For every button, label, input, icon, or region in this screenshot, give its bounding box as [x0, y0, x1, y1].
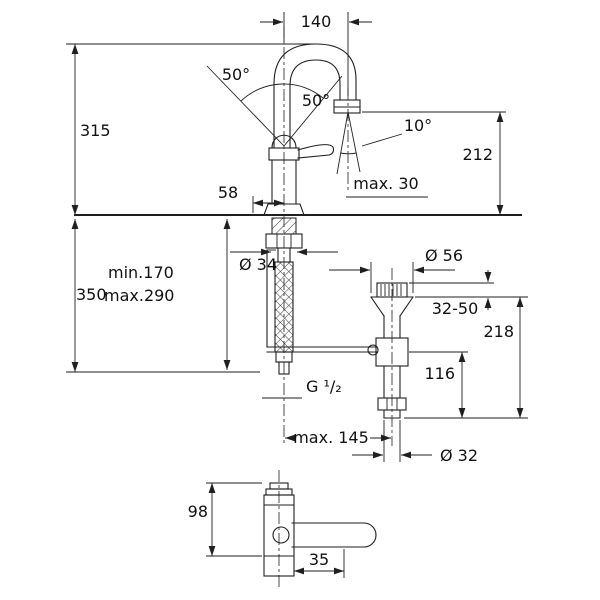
mounting-shank: [265, 217, 303, 263]
dim-label-waste-lower-height: 116: [424, 364, 455, 383]
dimension-outlet-height: 212: [362, 111, 506, 215]
dimension-waste-adjust: 32-50: [409, 270, 528, 318]
dimension-waste-lower-height: 116: [409, 351, 468, 418]
faucet-body: [263, 134, 335, 216]
dim-label-below-deck-depth: 350: [76, 285, 107, 304]
dimension-handle-height: 98: [188, 482, 262, 557]
supply-hose: [274, 261, 294, 375]
dim-label-hose-min: min.170: [108, 263, 174, 282]
dimension-below-deck-depth: 350: [66, 219, 260, 373]
dim-label-total-height: 315: [80, 121, 111, 140]
dimension-hose-range: min.170 max.290: [104, 219, 231, 370]
dimension-waste-distance: max. 145: [285, 428, 391, 447]
dim-label-swivel-right: 50°: [302, 91, 330, 110]
dimension-waste-pipe: Ø 32: [352, 420, 478, 465]
dim-label-handle-height: 98: [188, 502, 208, 521]
dimension-mounting-hole: Ø 34: [230, 248, 338, 274]
dim-label-waste-height: 218: [483, 322, 514, 341]
dimension-waste-height: 218: [404, 297, 528, 419]
dim-label-handle-offset: 58: [218, 183, 238, 202]
dim-label-waste-flange: Ø 56: [425, 246, 463, 265]
dimension-handle-offset: 58: [218, 183, 284, 213]
dimension-supply-thread: G ¹/₂: [262, 377, 342, 399]
dimension-total-height: 315: [66, 43, 318, 215]
dim-label-swivel-left: 50°: [222, 65, 250, 84]
dimension-spout-reach: 140: [260, 12, 372, 96]
handle-detail: [263, 482, 377, 577]
dimension-spray-angle: 10°: [336, 111, 432, 175]
dim-label-handle-detail-offset: 35: [309, 550, 329, 569]
dimension-swivel-angles: 50° 50°: [206, 65, 343, 147]
dim-label-waste-distance: max. 145: [293, 428, 369, 447]
centerlines: [278, 26, 393, 590]
pop-up-rod: [266, 249, 378, 353]
dim-label-outlet-height: 212: [462, 145, 493, 164]
dimension-waste-flange: Ø 56: [329, 246, 463, 293]
dim-label-hose-max: max.290: [104, 286, 174, 305]
dim-label-supply-thread: G ¹/₂: [306, 377, 342, 396]
dim-label-waste-pipe: Ø 32: [440, 446, 478, 465]
dim-label-mounting-hole: Ø 34: [239, 255, 277, 274]
dimension-deck-thickness: max. 30: [346, 174, 428, 198]
dim-label-deck-thickness: max. 30: [353, 174, 418, 193]
dim-label-spout-reach: 140: [301, 12, 332, 31]
drain-assembly: [367, 282, 414, 419]
dim-label-waste-adjust: 32-50: [432, 299, 479, 318]
dim-label-spray-angle: 10°: [404, 116, 432, 135]
dimension-handle-detail-offset: 35: [294, 549, 345, 578]
